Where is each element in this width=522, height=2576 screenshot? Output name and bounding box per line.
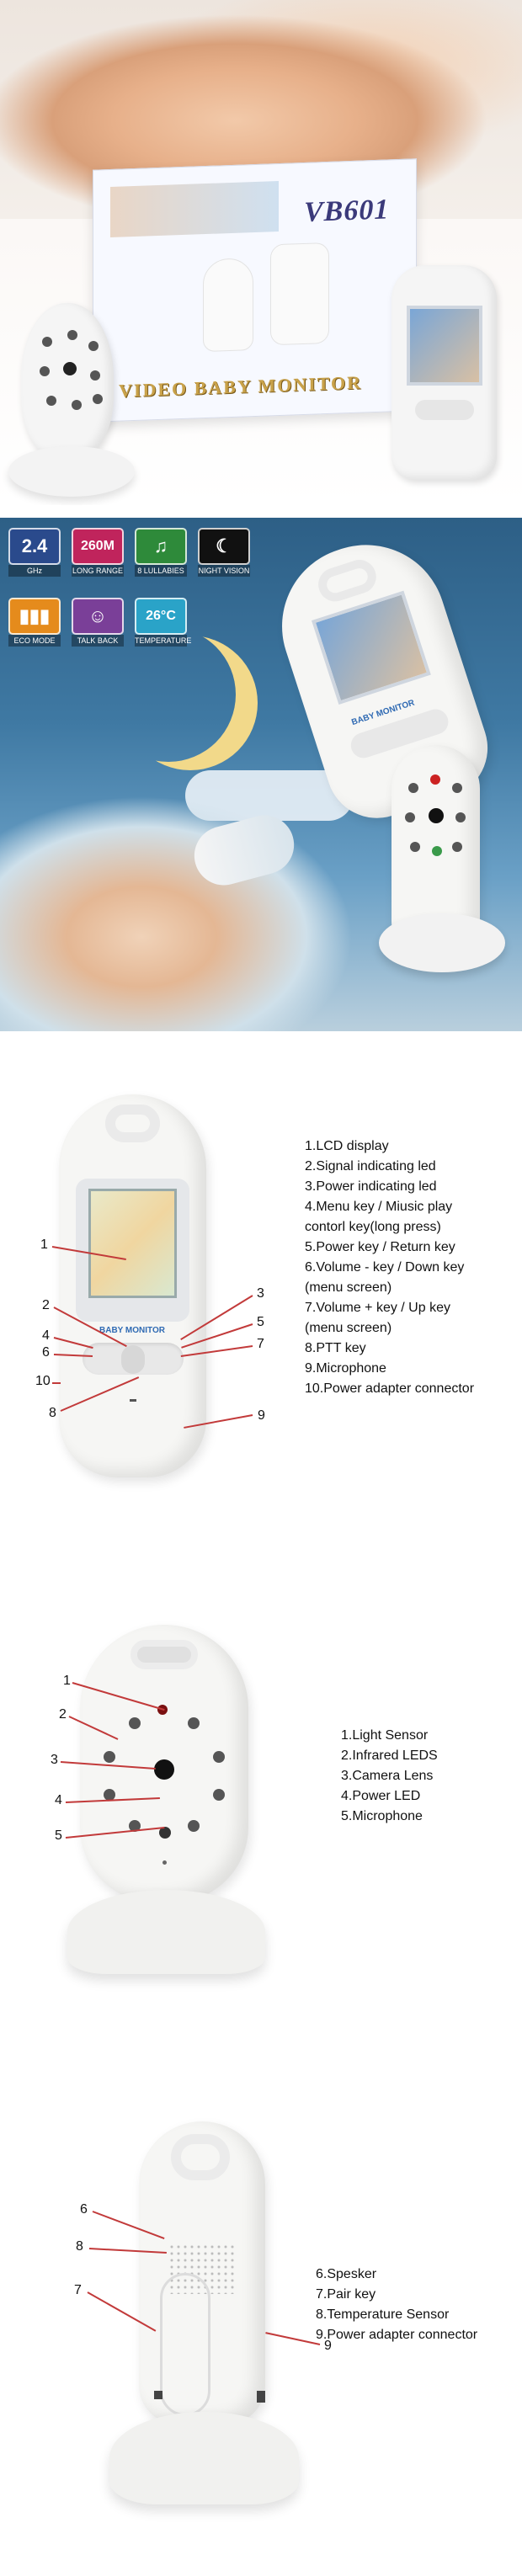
spec-item: 1.LCD display [305, 1139, 389, 1153]
callout-number: 3 [257, 1286, 264, 1301]
callout-number: 6 [80, 2202, 88, 2217]
feature-icon: ▮▮▮ [8, 598, 61, 635]
spec-item: 4.Menu key / Miusic play [305, 1200, 453, 1214]
camera-front-diagram: 1 2 3 4 5 1.Light Sensor 2.Infrared LEDS 3.Cam… [0, 1599, 522, 2004]
callout-number: 5 [55, 1828, 62, 1843]
callout-number: 4 [55, 1793, 62, 1807]
feature-badge: ☾NIGHT VISION [198, 528, 250, 577]
spec-item: 5.Microphone [341, 1809, 423, 1823]
spec-item: 2.Signal indicating led [305, 1159, 436, 1174]
camera-unit-front [80, 1625, 248, 1903]
feature-icon: 260M [72, 528, 124, 565]
spec-item: (menu screen) [305, 1321, 392, 1335]
parent-unit [392, 265, 497, 480]
camera-back-spec-list: 6.Spesker 7.Pair key 8.Temperature Sensor 9… [316, 2265, 477, 2345]
camera-unit-large [392, 745, 480, 947]
callout-number: 6 [42, 1345, 50, 1360]
spec-item: (menu screen) [305, 1280, 392, 1295]
callout-number: 3 [51, 1753, 58, 1767]
product-box-photo: VB601 VIDEO BABY MONITOR [0, 0, 522, 505]
spec-item: 4.Power LED [341, 1789, 421, 1803]
feature-label: ECO MODE [8, 635, 61, 647]
feature-badge: ▮▮▮ECO MODE [8, 598, 61, 647]
spec-item: 6.Spesker [316, 2267, 377, 2281]
feature-icon: 2.4 [8, 528, 61, 565]
feature-label: TALK BACK [72, 635, 124, 647]
feature-label: LONG RANGE [72, 565, 124, 577]
feature-icon: ☺ [72, 598, 124, 635]
spec-item: 5.Power key / Return key [305, 1240, 455, 1254]
callout-number: 7 [257, 1337, 264, 1351]
camera-back-diagram: 6 8 7 9 6.Spesker 7.Pair key 8.Temperature Se… [0, 2105, 522, 2525]
spec-item: 8.Temperature Sensor [316, 2307, 450, 2322]
parent-unit-diagram: BABY MONITOR 1 2 3 4 5 6 7 8 9 10 1.LCD display 2.… [0, 1078, 522, 1532]
camera-unit [21, 303, 114, 459]
parent-unit-spec-list: 1.LCD display 2.Signal indicating led 3.Po… [305, 1136, 474, 1399]
spec-item: 2.Infrared LEDS [341, 1748, 438, 1763]
product-box: VB601 VIDEO BABY MONITOR [93, 158, 417, 423]
callout-number: 4 [42, 1328, 50, 1343]
callout-number: 8 [76, 2239, 83, 2254]
baby-drinking-photo [0, 796, 354, 1031]
box-subtitle: VIDEO BABY MONITOR [119, 371, 363, 402]
spec-item: 6.Volume - key / Down key [305, 1260, 465, 1275]
spec-item: 3.Camera Lens [341, 1769, 434, 1783]
spec-item: 10.Power adapter connector [305, 1381, 475, 1396]
feature-label: 8 LULLABIES [135, 565, 187, 577]
callout-number: 8 [49, 1406, 56, 1420]
spec-item: 9.Power adapter connector [316, 2328, 478, 2342]
callout-number: 5 [257, 1315, 264, 1329]
spec-item: 1.Light Sensor [341, 1728, 429, 1743]
spec-item: 7.Volume + key / Up key [305, 1301, 450, 1315]
spec-item: 9.Microphone [305, 1361, 386, 1376]
callout-number: 9 [324, 2339, 332, 2353]
feature-label: NIGHT VISION [198, 565, 250, 577]
callout-line [52, 1382, 61, 1384]
feature-label: TEMPERATURE [135, 635, 192, 647]
moon-decoration [101, 627, 236, 762]
callout-number: 9 [258, 1408, 265, 1423]
feature-badge: ☺TALK BACK [72, 598, 124, 647]
camera-unit-back [139, 2121, 265, 2424]
spec-item: contorl key(long press) [305, 1220, 441, 1234]
callout-number: 1 [40, 1237, 48, 1252]
feature-label: GHz [8, 565, 61, 577]
feature-badge: ♫8 LULLABIES [135, 528, 187, 577]
spec-item: 3.Power indicating led [305, 1179, 437, 1194]
feature-icon: ☾ [198, 528, 250, 565]
callout-number: 10 [35, 1374, 51, 1388]
feature-icon: 26°C [135, 598, 187, 635]
camera-spec-list: 1.Light Sensor 2.Infrared LEDS 3.Camera Le… [341, 1726, 438, 1827]
callout-number: 2 [42, 1298, 50, 1312]
box-model-title: VB601 [304, 194, 390, 228]
callout-number: 2 [59, 1707, 67, 1722]
spec-item: 8.PTT key [305, 1341, 366, 1355]
callout-number: 1 [63, 1674, 71, 1688]
callout-number: 7 [74, 2283, 82, 2297]
callout-line [264, 2332, 321, 2345]
parent-unit-front: BABY MONITOR [59, 1094, 206, 1477]
spec-item: 7.Pair key [316, 2287, 376, 2302]
feature-icon: ♫ [135, 528, 187, 565]
parent-front-label: BABY MONITOR [99, 1326, 165, 1335]
